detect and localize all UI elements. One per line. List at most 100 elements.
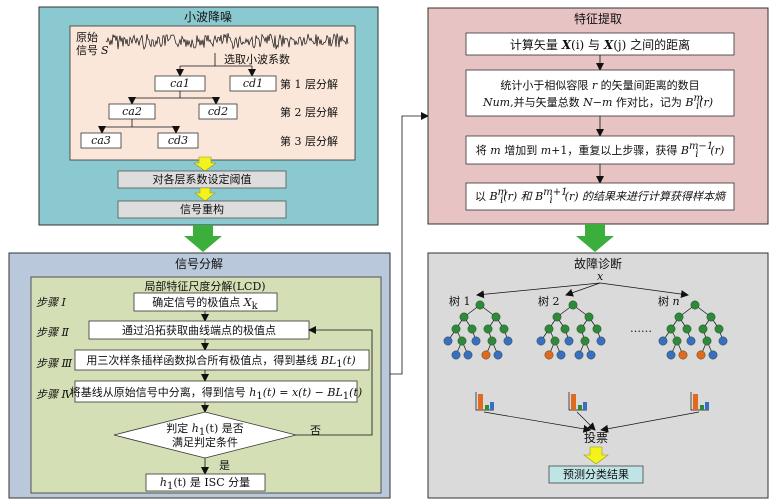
reconstruct-label: 信号重构 xyxy=(180,202,224,216)
signal-var: S xyxy=(101,44,109,57)
class-histogram-bar xyxy=(485,405,489,410)
step-3-label: 步骤 Ⅲ xyxy=(36,357,72,370)
node-ca2-label: ca2 xyxy=(122,105,142,118)
tree-node xyxy=(696,350,706,360)
threshold-label: 对各层系数设定阈值 xyxy=(153,172,252,186)
tree-node xyxy=(702,336,712,346)
tree-node xyxy=(560,324,570,334)
green-arrow-down xyxy=(576,224,614,252)
prediction-result-label: 预测分类结果 xyxy=(563,467,629,481)
no-loop-arrow xyxy=(296,326,373,436)
feature-step-increment xyxy=(465,135,735,165)
tree-node xyxy=(658,336,668,346)
tree-node xyxy=(718,336,728,346)
tree-node xyxy=(714,324,724,334)
tree-node xyxy=(552,312,562,322)
tree-node xyxy=(483,324,493,334)
tree-node xyxy=(536,336,546,346)
decision-line-2: 满足判定条件 xyxy=(172,435,238,449)
fault-title: 故障诊断 xyxy=(574,256,622,271)
step-2-label: 步骤 Ⅱ xyxy=(36,326,69,339)
isc-output-text: h1(t) 是 ISC 分量 xyxy=(160,476,250,492)
level-1-label: 第 1 层分解 xyxy=(280,77,338,91)
tree-node xyxy=(686,336,696,346)
tree-node xyxy=(451,350,461,360)
tree-node xyxy=(499,324,509,334)
yes-label: 是 xyxy=(219,459,230,472)
random-forest-trees xyxy=(443,300,728,433)
node-cd1 xyxy=(229,75,277,92)
tree-node xyxy=(503,336,513,346)
feature-title: 特征提取 xyxy=(574,11,622,26)
tree-node xyxy=(467,324,477,334)
tree-node xyxy=(592,324,602,334)
decomp-to-feature-arrow xyxy=(390,112,429,375)
yellow-arrow-down xyxy=(193,156,217,172)
tree-node xyxy=(564,336,574,346)
wavelet-title: 小波降噪 xyxy=(184,10,232,24)
tree-node xyxy=(481,350,491,360)
green-arrow-down xyxy=(184,225,222,252)
tree-node xyxy=(682,324,692,334)
node-cd3-label: cd3 xyxy=(168,134,188,147)
feature-step-distance-text: 计算矢量 X(i) 与 X(j) 之间的距离 xyxy=(510,37,690,52)
signal-label-1: 原始 xyxy=(76,30,98,44)
tree-node xyxy=(574,350,584,360)
decision-line-1: 判定 h1(t) 是否 xyxy=(166,421,243,438)
tree-node xyxy=(586,350,596,360)
level-3-label: 第 3 层分解 xyxy=(280,134,338,148)
tree-node xyxy=(550,336,560,346)
tree-node xyxy=(672,336,682,346)
tree-node xyxy=(576,324,586,334)
box-extrema-text: 确定信号的极值点 Xk xyxy=(152,295,258,312)
tree-n-label: 树 n xyxy=(658,294,680,308)
vote-arrow xyxy=(576,411,596,431)
feature-step-count-line1: 统计小于相似容限 r 的矢量间距离的数目 xyxy=(500,78,699,92)
node-cd3 xyxy=(157,132,199,149)
tree-node xyxy=(568,300,578,310)
step-1-label: 步骤 Ⅰ xyxy=(36,296,66,309)
step-4-label: 步骤 Ⅳ xyxy=(36,388,73,401)
tree-node xyxy=(678,350,688,360)
select-coeffs-label: 选取小波系数 xyxy=(224,53,290,66)
tree-2-label: 树 2 xyxy=(538,294,560,308)
box-baseline-separation xyxy=(74,380,358,403)
tree-node xyxy=(666,350,676,360)
tree-node xyxy=(708,350,718,360)
tree-node xyxy=(544,350,554,360)
reconstruct-box xyxy=(117,200,287,219)
decomp-title: 信号分解 xyxy=(175,257,223,271)
prediction-result-box xyxy=(548,465,644,484)
class-histogram-bar xyxy=(571,394,576,410)
tree-1-label: 树 1 xyxy=(449,294,471,308)
tree-node xyxy=(690,300,700,310)
class-histogram-bar xyxy=(578,405,582,410)
tree-node xyxy=(463,350,473,360)
node-cd1-label: cd1 xyxy=(243,77,263,90)
class-histogram-bar xyxy=(478,394,483,410)
box-spline-fit xyxy=(74,349,370,371)
tree-node xyxy=(706,312,716,322)
input-var: x xyxy=(597,270,604,283)
level-2-label: 第 2 层分解 xyxy=(280,105,338,119)
class-histogram-bar xyxy=(693,394,698,410)
signal-label-2: 信号 xyxy=(76,44,98,57)
box-separation-text: 将基线从原始信号中分离，得到信号 h1(t) = x(t) − BL1(t) xyxy=(70,385,362,402)
tree-node xyxy=(493,350,503,360)
wavelet-panel: 小波降噪 原始 信号 S 选取小波系数 ca1 cd1 第 1 层分解 ca2 … xyxy=(38,6,379,226)
tree-node xyxy=(451,324,461,334)
yellow-arrow-down xyxy=(194,187,216,202)
node-cd2 xyxy=(198,103,238,120)
box-spline-text: 用三次样条插样函数拟合所有极值点，得到基线 BL1(t) xyxy=(86,353,355,370)
tree-node xyxy=(556,350,566,360)
feature-step-count xyxy=(465,69,735,117)
box-endpoint-text: 通过沿拓获取曲线端点的极值点 xyxy=(122,323,276,337)
tree-node xyxy=(487,336,497,346)
isc-output-box xyxy=(145,473,266,492)
feature-panel: 特征提取 计算矢量 X(i) 与 X(j) 之间的距离 统计小于相似容限 r 的… xyxy=(427,7,769,225)
node-ca3 xyxy=(80,132,122,149)
node-ca3-label: ca3 xyxy=(91,134,111,147)
